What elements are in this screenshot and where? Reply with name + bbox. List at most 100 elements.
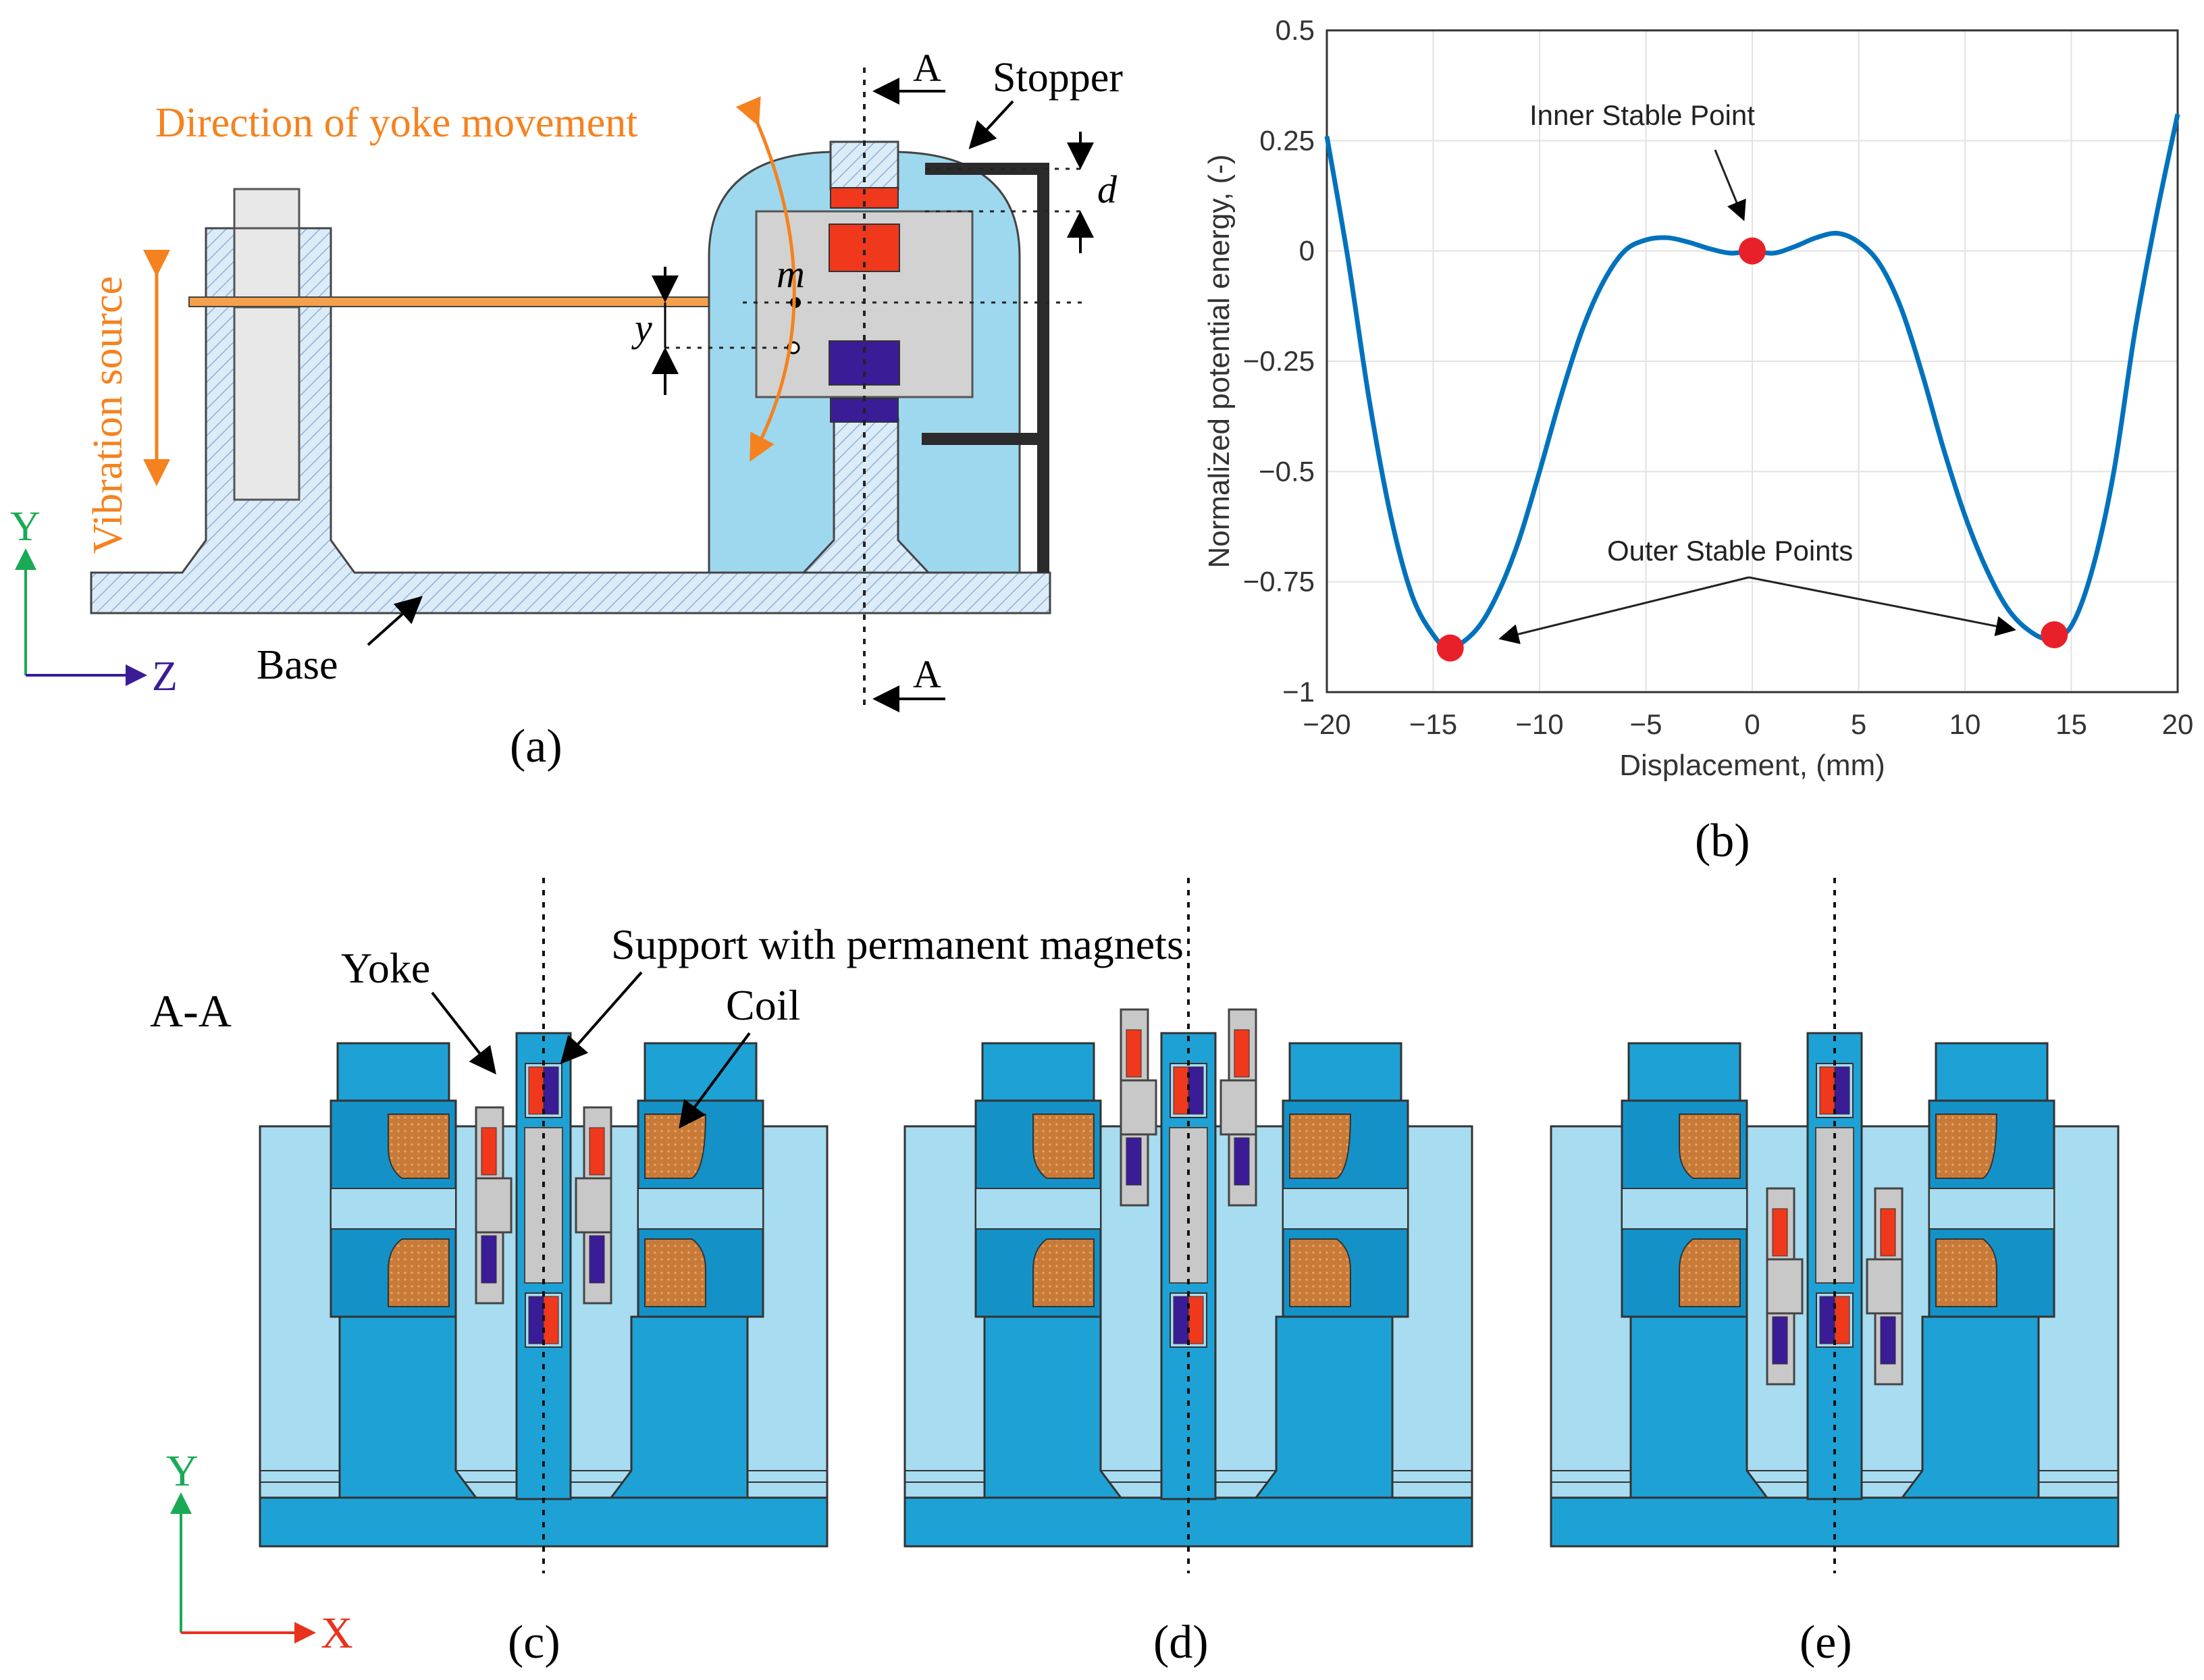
yoke-tab: [575, 1177, 612, 1234]
axis-z-label: Z: [152, 654, 178, 700]
cross-section-c: [259, 878, 829, 1573]
yoke-magnet: [1880, 1208, 1896, 1257]
coil-top-left: [388, 1113, 450, 1179]
magnet: [1819, 1066, 1835, 1115]
magnet: [1173, 1066, 1189, 1115]
right-pole: [1900, 1315, 2040, 1499]
yoke-tab: [1866, 1258, 1904, 1315]
base-label: Base: [257, 642, 338, 688]
stable-point: [2041, 621, 2068, 649]
caption-a: (a): [510, 720, 562, 772]
mass-label: m: [777, 252, 805, 296]
section-label-top: A: [913, 46, 941, 90]
y-tick-label: −0.25: [1243, 345, 1315, 377]
chart-ylabel: Normalized potential energy, (-): [1203, 155, 1236, 569]
cross-sections: [259, 878, 2120, 1573]
stopper: [922, 163, 1049, 573]
yoke-magnet: [1234, 1029, 1250, 1078]
yoke-magnet: [589, 1235, 605, 1284]
left-pole: [983, 1315, 1123, 1499]
coil-gap-right: [637, 1188, 764, 1230]
left-pole: [338, 1315, 478, 1499]
x-tick-label: 0: [1744, 708, 1760, 740]
x-tick-label: −20: [1303, 708, 1350, 740]
cantilever-beam: [188, 296, 743, 307]
yoke-tab: [475, 1177, 513, 1234]
coil-top-right: [644, 1113, 707, 1179]
panel-a: Direction of yoke movement Vibration sou…: [10, 46, 1123, 772]
y-tick-label: −0.75: [1243, 566, 1315, 598]
x-tick-label: 15: [2055, 708, 2087, 740]
magnet: [528, 1296, 544, 1344]
y-tick-label: 0: [1299, 235, 1315, 267]
bolt: [233, 188, 300, 501]
magnet: [1173, 1296, 1189, 1344]
magnet: [1819, 1296, 1835, 1344]
axis-y-label: Y: [10, 504, 41, 550]
stopper-label: Stopper: [993, 55, 1123, 101]
yoke-magnet: [1772, 1316, 1788, 1365]
caption-b: (b): [1695, 815, 1750, 867]
y-tick-label: 0.25: [1259, 124, 1315, 156]
section-title: A-A: [150, 985, 232, 1036]
caption-e: (e): [1800, 1617, 1852, 1669]
x-tick-label: −10: [1515, 708, 1563, 740]
coil-gap-left: [330, 1188, 456, 1230]
yoke-magnet: [1772, 1208, 1788, 1257]
y-tick-label: 0.5: [1276, 14, 1315, 46]
coil-bottom-right: [1289, 1238, 1351, 1307]
yoke-magnet: [1234, 1137, 1250, 1186]
coil-cap-right: [1935, 1042, 2049, 1102]
yoke-tab: [1120, 1079, 1157, 1136]
support-label: Support with permanent magnets: [611, 920, 1184, 968]
x-tick-label: 10: [1949, 708, 1981, 740]
outer-stable-label: Outer Stable Points: [1607, 535, 1853, 567]
y-label: y: [631, 306, 652, 350]
coil-cap-left: [981, 1042, 1095, 1102]
coil-gap-right: [1929, 1188, 2055, 1230]
right-pole: [1254, 1315, 1394, 1499]
coil-gap-right: [1282, 1188, 1409, 1230]
magnet: [1188, 1296, 1204, 1344]
caption-d: (d): [1153, 1617, 1209, 1669]
x-tick-label: −15: [1409, 708, 1457, 740]
stable-point: [1739, 237, 1766, 265]
coil-top-right: [1935, 1113, 1998, 1179]
left-pole: [1629, 1315, 1769, 1499]
chart-xlabel: Displacement, (mm): [1619, 749, 1885, 782]
y-tick-label: −1: [1282, 676, 1315, 708]
coil-bottom-left: [1032, 1238, 1095, 1307]
caption-c: (c): [508, 1617, 560, 1669]
x-tick-label: 5: [1851, 708, 1866, 740]
direction-label: Direction of yoke movement: [155, 100, 638, 146]
coil-cap-right: [1288, 1042, 1402, 1102]
plot-frame: [1326, 29, 2179, 693]
yoke-magnet: [1126, 1029, 1142, 1078]
coil-bottom-left: [388, 1238, 450, 1307]
magnet: [528, 1066, 544, 1115]
axis-y-label-cde: Y: [166, 1446, 199, 1496]
y-tick-label: −0.5: [1259, 455, 1315, 487]
coil-top-right: [1289, 1113, 1352, 1179]
coil-gap-left: [1621, 1188, 1748, 1230]
yoke-tab: [1766, 1258, 1804, 1315]
vibration-label: Vibration source: [85, 276, 131, 554]
magnet: [1834, 1296, 1850, 1344]
cross-section-d: [903, 878, 1473, 1573]
yoke-magnet: [481, 1127, 497, 1176]
coil-cap-left: [1627, 1042, 1741, 1102]
inner-stable-label: Inner Stable Point: [1529, 99, 1755, 131]
yoke-magnet: [481, 1235, 497, 1284]
coil-gap-left: [975, 1188, 1101, 1230]
axis-x-label-cde: X: [321, 1608, 353, 1658]
magnet: [543, 1296, 559, 1344]
yoke-magnet: [589, 1127, 605, 1176]
magnet: [543, 1066, 559, 1115]
coil-label: Coil: [726, 981, 800, 1029]
coil-bottom-right: [1935, 1238, 1997, 1307]
coil-bottom-right: [644, 1238, 706, 1307]
magnet: [1188, 1066, 1204, 1115]
